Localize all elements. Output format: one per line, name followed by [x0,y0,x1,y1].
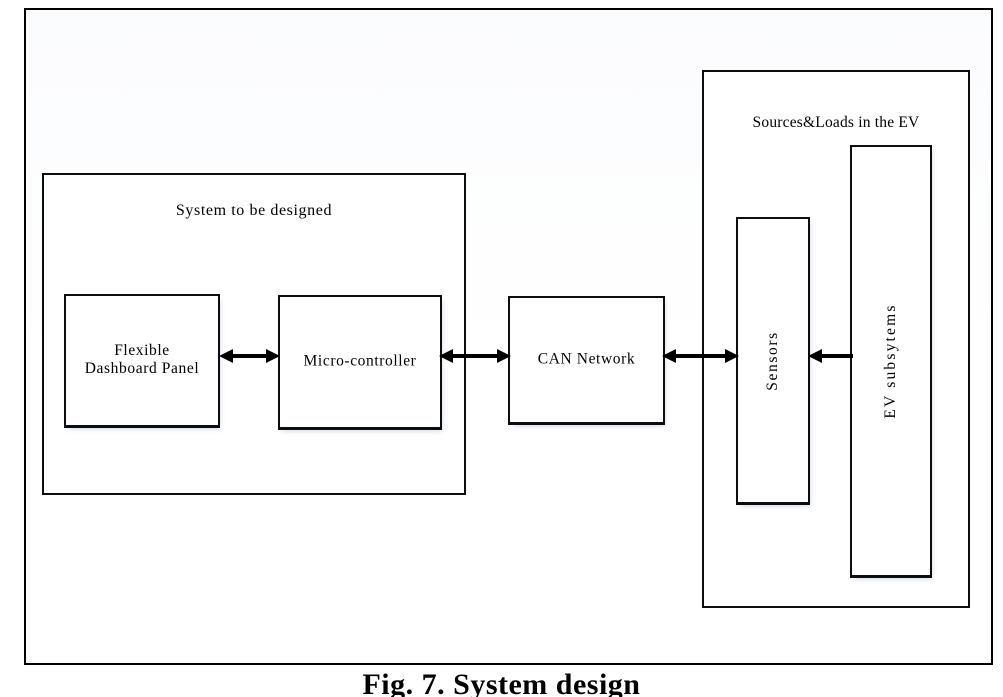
block-can-network-label: CAN Network [537,350,636,368]
block-sensors-label: Sensors [764,330,781,391]
block-microcontroller[interactable]: Micro-controller [278,295,442,430]
container-system-title: System to be designed [175,202,333,219]
block-flexible-dashboard-panel[interactable]: Flexible Dashboard Panel [64,294,220,428]
block-ev-subsystems-label: EV subsytems [882,303,899,419]
block-dashboard-label-line1: Flexible [114,341,170,359]
figure-caption: Fig. 7. System design [362,668,641,697]
block-sensors[interactable]: Sensors [736,217,810,505]
block-dashboard-label: Flexible Dashboard Panel [66,342,218,380]
container-vehicle-title: Sources&Loads in the EV [752,114,920,131]
block-ev-subsystems[interactable]: EV subsytems [850,145,932,578]
block-dashboard-label-line2: Dashboard Panel [84,360,200,378]
block-microcontroller-label: Micro-controller [303,352,417,370]
block-can-network[interactable]: CAN Network [508,296,665,425]
